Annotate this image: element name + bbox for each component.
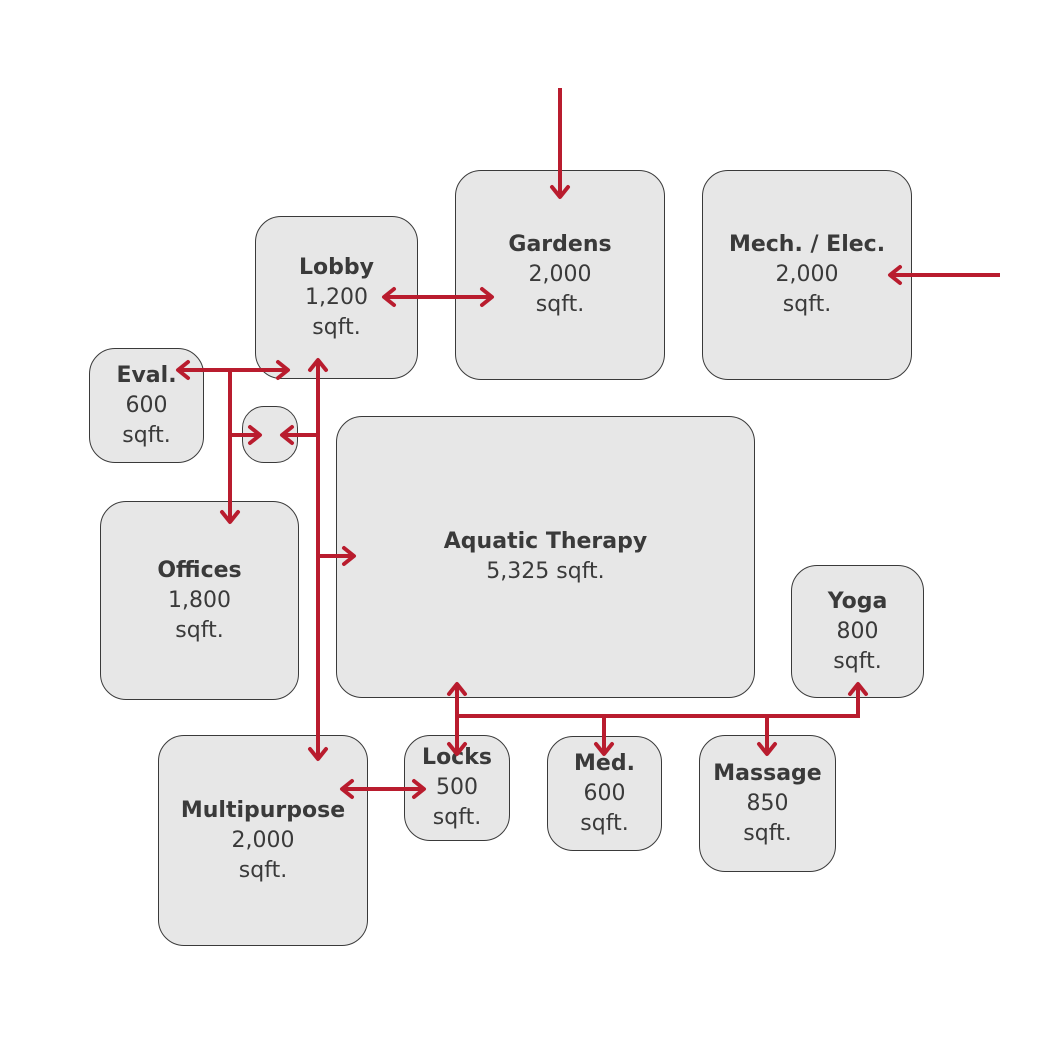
arrowhead-right — [276, 360, 290, 380]
room-name: Aquatic Therapy — [443, 529, 648, 554]
room-yoga[interactable]: Yoga 800 sqft. — [791, 565, 924, 698]
room-name: Massage — [713, 760, 822, 786]
room-aquatic-therapy[interactable]: Aquatic Therapy 5,325 sqft. — [336, 416, 755, 698]
room-name: Lobby — [299, 254, 374, 280]
arrowhead-right — [342, 546, 356, 566]
arrowhead-left — [382, 287, 396, 307]
arrowhead-left — [888, 265, 902, 285]
room-area: 800 — [836, 618, 879, 644]
arrowhead-up — [308, 358, 328, 372]
arrowhead-down — [550, 185, 570, 199]
room-area: 500 — [436, 775, 478, 800]
arrowhead-up — [447, 682, 467, 696]
room-area: 1,800 — [168, 587, 231, 613]
room-offices[interactable]: Offices 1,800 sqft. — [100, 501, 299, 700]
room-unit: sqft. — [743, 820, 792, 846]
arrowhead-down — [308, 747, 328, 761]
room-unit: sqft. — [122, 422, 171, 448]
room-name: Multipurpose — [180, 797, 346, 823]
room-gardens[interactable]: Gardens 2,000 sqft. — [455, 170, 665, 380]
room-eval[interactable]: Eval. 600 sqft. — [89, 348, 204, 463]
room-name: Offices — [157, 557, 242, 583]
room-unit: sqft. — [312, 314, 361, 340]
room-name: Mech. / Elec. — [728, 232, 886, 257]
arrowhead-left — [280, 425, 294, 445]
room-unit: sqft. — [782, 292, 832, 317]
arrowhead-left — [340, 779, 354, 799]
room-unit: sqft. — [535, 292, 585, 317]
arrowhead-right — [480, 287, 494, 307]
arrowhead-down — [757, 742, 777, 756]
room-area: 850 — [746, 790, 789, 816]
room-name: Gardens — [508, 232, 612, 257]
room-lobby[interactable]: Lobby 1,200 sqft. — [255, 216, 418, 379]
room-name: Eval. — [116, 362, 177, 388]
room-unit: sqft. — [833, 648, 882, 674]
room-area: 1,200 — [305, 284, 368, 310]
room-area: 5,325 sqft. — [486, 559, 605, 584]
room-mech-elec[interactable]: Mech. / Elec. 2,000 sqft. — [702, 170, 912, 380]
room-name: Yoga — [827, 588, 888, 614]
arrowhead-left — [176, 360, 190, 380]
room-unit: sqft. — [238, 857, 288, 883]
arrowhead-right — [412, 779, 426, 799]
room-area: 2,000 — [231, 827, 295, 853]
room-unit: sqft. — [432, 805, 482, 830]
room-multipurpose[interactable]: Multipurpose 2,000 sqft. — [158, 735, 368, 946]
room-unit: sqft. — [175, 617, 224, 643]
arrowhead-up — [848, 682, 868, 696]
arrowhead-right — [248, 425, 262, 445]
room-area: 600 — [125, 392, 168, 418]
arrowhead-down — [594, 742, 614, 756]
room-area: 600 — [583, 780, 626, 806]
arrowhead-down — [220, 510, 240, 524]
room-area: 2,000 — [775, 262, 839, 287]
arrowhead-down — [447, 742, 467, 756]
room-unit: sqft. — [580, 810, 629, 836]
room-area: 2,000 — [528, 262, 592, 287]
